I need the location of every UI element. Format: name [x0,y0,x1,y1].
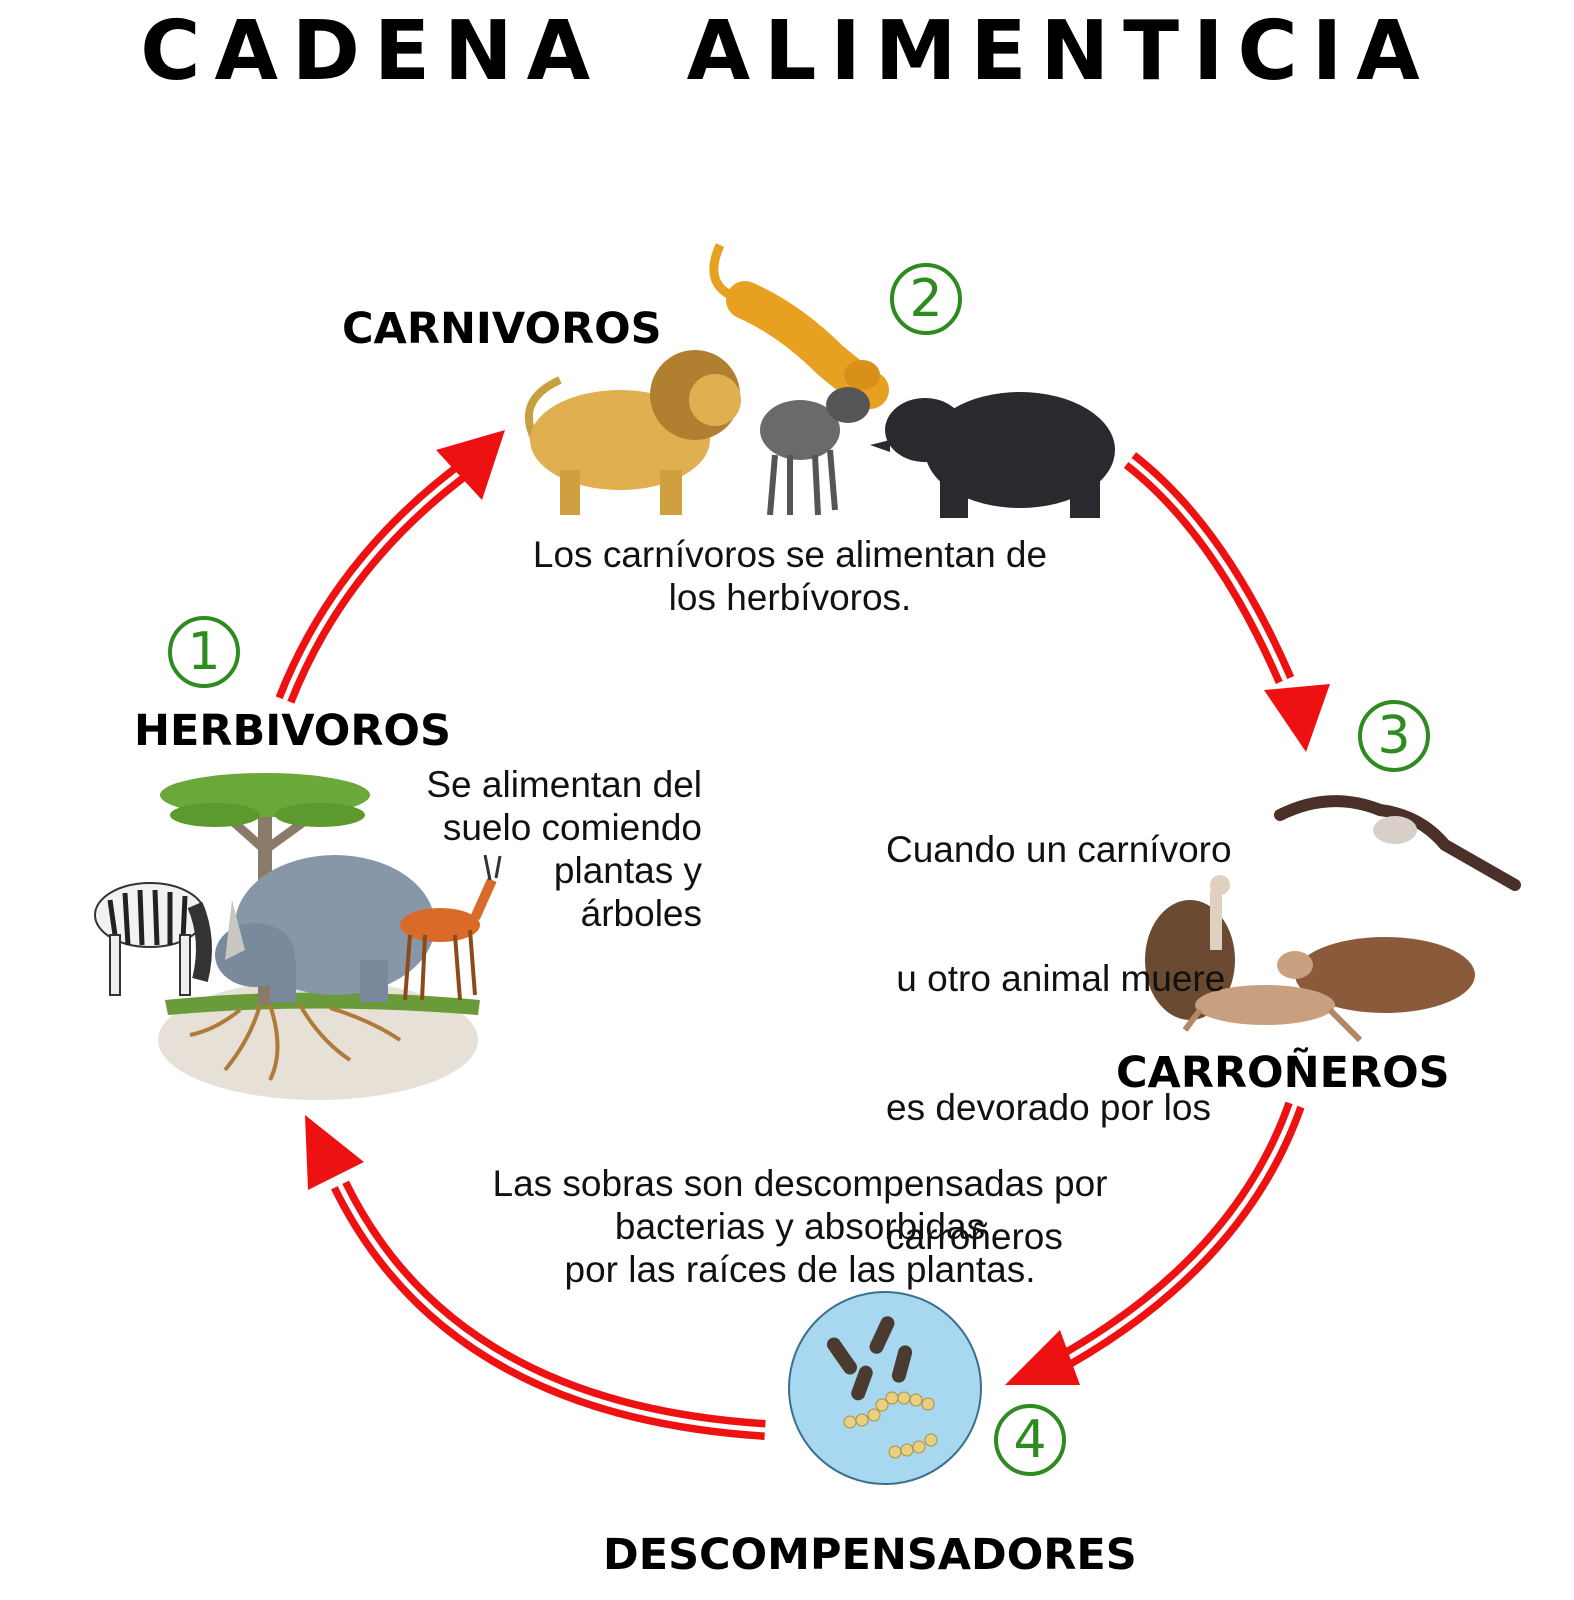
decomposers-illustration [789,1292,981,1484]
desc-line: es devorado por los [886,1086,1232,1129]
desc-herbivoros: Se alimentan del suelo comiendo plantas … [372,763,702,935]
desc-line: Se alimentan del [372,763,702,806]
label-herbivoros: HERBIVOROS [134,706,451,756]
lion-icon [529,350,741,515]
zebra-icon [95,883,205,995]
arrow-carnivores-to-scavengers [1130,460,1330,752]
desc-line: u otro animal muere [886,957,1232,1000]
desc-line: los herbívoros. [480,576,1100,619]
carnivores-illustration [529,245,1115,518]
desc-line: Cuando un carnívoro [886,828,1232,871]
desc-descompensadores: Las sobras son descompensadas por bacter… [440,1162,1160,1291]
desc-line: Los carnívoros se alimentan de [480,533,1100,576]
step-number-4: 4 [994,1404,1066,1476]
step-number-3: 3 [1358,700,1430,772]
label-carnivoros: CARNIVOROS [342,304,662,354]
desc-carnivoros: Los carnívoros se alimentan de los herbí… [480,533,1100,619]
label-descompensadores: DESCOMPENSADORES [603,1530,1137,1580]
puma-icon [714,245,880,390]
flying-vulture-icon [1280,801,1515,885]
desc-line: árboles [372,892,702,935]
wildebeest-icon [760,387,870,515]
step-number-1: 1 [168,616,240,688]
desc-line: bacterias y absorbidas [440,1205,1160,1248]
desc-line: por las raíces de las plantas. [440,1248,1160,1291]
desc-line: suelo comiendo [372,806,702,849]
desc-line: plantas y [372,849,702,892]
desc-line: Las sobras son descompensadas por [440,1162,1160,1205]
arrow-herbivores-to-carnivores [285,430,505,700]
bear-icon [870,392,1115,518]
step-number-2: 2 [890,263,962,335]
